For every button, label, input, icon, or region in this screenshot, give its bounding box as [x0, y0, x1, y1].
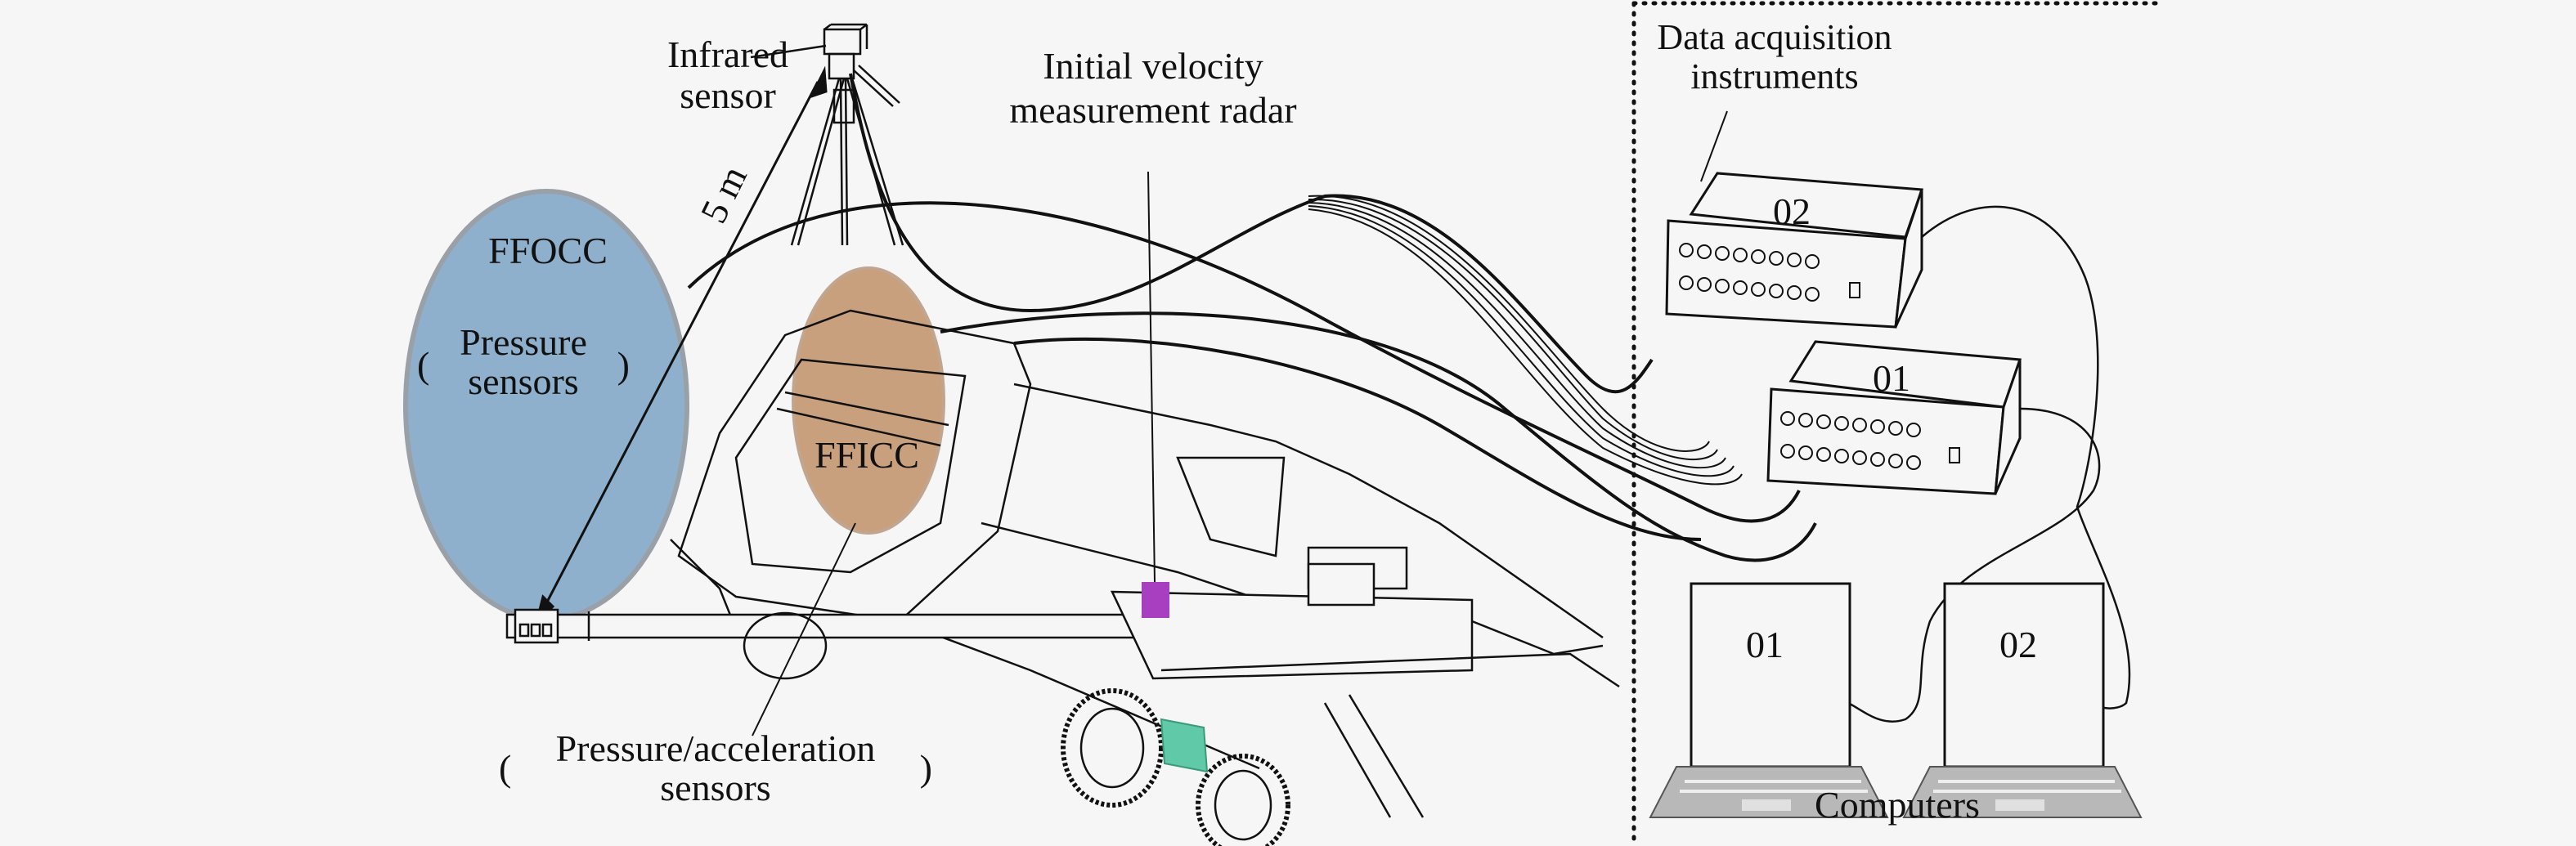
fficc-paren-close: ): [919, 747, 932, 789]
daq-label-line2: instruments: [1690, 56, 1859, 96]
vehicle-sensor-box: [1160, 718, 1209, 773]
ffocc-paren-close: ): [617, 344, 630, 386]
ffocc-sub-line2: sensors: [468, 360, 579, 402]
computer-02-label: 02: [1999, 624, 2037, 665]
daq-label-line1: Data acquisition: [1657, 17, 1892, 57]
ffocc-label: FFOCC: [488, 230, 608, 271]
computer-02: [1902, 582, 2143, 818]
radar-leader: [1147, 171, 1156, 583]
infrared-sensor-leader: [750, 44, 827, 59]
daq-area-boundary: [1631, 1, 2161, 846]
ffocc-sub-line1: Pressure: [460, 321, 587, 363]
howitzer-vehicle: [505, 309, 1620, 846]
daq-02-connectors: [1679, 243, 1860, 302]
infrared-sensor-label-line2: sensor: [680, 74, 776, 116]
daq-02-number: 02: [1773, 190, 1811, 232]
fficc-label: FFICC: [815, 434, 919, 476]
computer-01: [1649, 582, 1889, 818]
computers-label: Computers: [1815, 784, 1980, 826]
radar-label: Initial velocity measurement radar: [998, 47, 1308, 129]
fficc-sub-line2: sensors: [660, 767, 771, 808]
daq-01-connectors: [1780, 411, 1960, 470]
computer-01-label: 01: [1746, 624, 1784, 665]
fficc-sub-line1: Pressure/acceleration: [555, 727, 876, 769]
signal-cables: [687, 73, 1817, 562]
fficc-region: [792, 266, 945, 535]
ffocc-paren-open: (: [417, 344, 430, 386]
daq-01-number: 01: [1873, 357, 1910, 399]
ffocc-sub-label: ( Pressure sensors ): [417, 324, 630, 405]
infrared-sensor-label-line1: Infrared: [666, 34, 789, 75]
fficc-leader: [752, 522, 856, 736]
fficc-paren-open: (: [499, 747, 512, 789]
fficc-sub-label: ( Pressure/acceleration sensors ): [499, 730, 932, 812]
velocity-radar: [1142, 582, 1169, 618]
radar-label-line2: measurement radar: [1009, 89, 1297, 131]
infrared-sensor-label: Infrared sensor: [646, 36, 810, 114]
daq-instrument-02: [1665, 110, 1924, 329]
daq-label: Data acquisition instruments: [1636, 20, 1914, 95]
radar-label-line1: Initial velocity: [1043, 45, 1263, 87]
